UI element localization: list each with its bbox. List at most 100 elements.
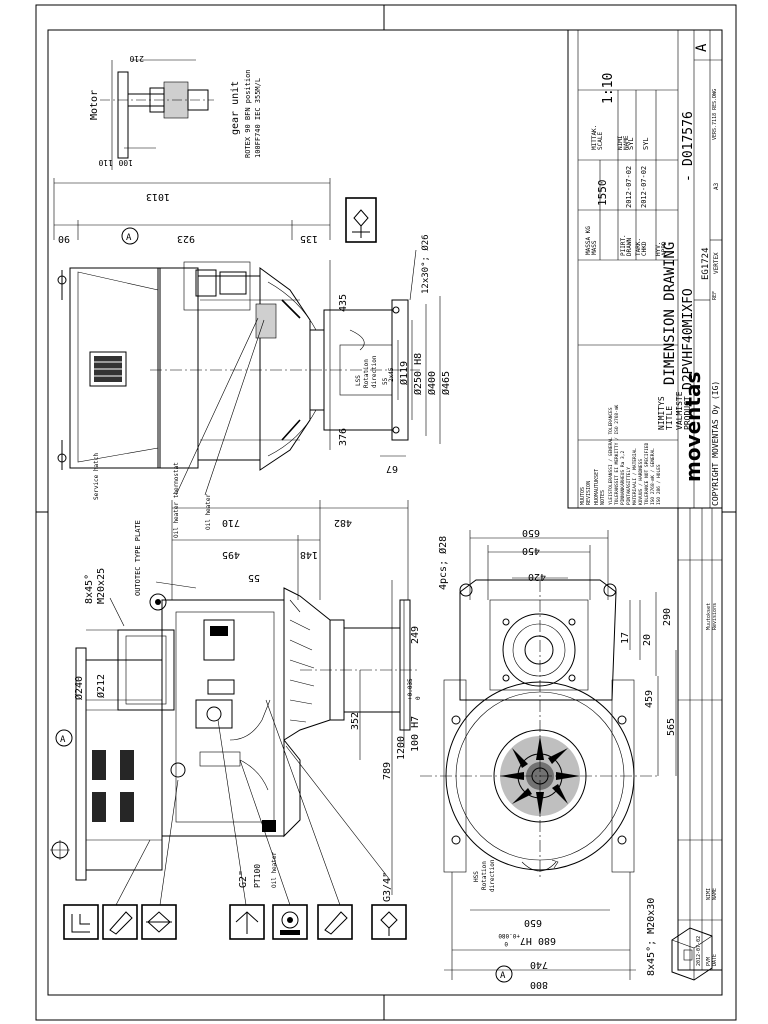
tb-valmiste: VALMISTE xyxy=(675,391,684,430)
tb-ref-label: REF xyxy=(712,291,718,300)
front-dim-420: 420 xyxy=(528,571,546,582)
side-thread: M20x25 xyxy=(96,568,107,604)
section-marker-a xyxy=(121,227,139,245)
tb-note-line: TOLERANSSIT EI MERKITTY / ISO 2768-mK xyxy=(614,404,620,505)
dim-100: 100 xyxy=(118,158,133,167)
inner-border xyxy=(47,29,723,996)
tb-name-col-fi: NIMI xyxy=(617,135,624,150)
tb-notes-label: NOTES xyxy=(600,490,606,505)
front-dim-650-top: 650 xyxy=(522,527,540,538)
dim-holes-12x30: 12x30°; Ø26 xyxy=(420,234,431,294)
front-view: 650 450 420 4pcs; Ø28 xyxy=(420,527,677,990)
dia-465: Ø465 xyxy=(440,371,452,395)
type-plate-label: OUTOTEC TYPE PLATE xyxy=(134,520,142,596)
dia-119: Ø119 xyxy=(398,361,410,385)
tb-drawn-date: 2012-07-02 xyxy=(625,166,633,208)
front-dim-17: 17 xyxy=(620,632,631,644)
h7-100-upper: +0.035 xyxy=(407,678,414,700)
rev-date-fi: PVM xyxy=(706,957,712,966)
dim-210: 210 xyxy=(129,54,144,63)
oil-level-icon xyxy=(141,904,177,940)
side-marker-a xyxy=(55,729,73,747)
dim-90: 90 xyxy=(58,233,70,244)
tb-mass: 1550 xyxy=(596,180,609,207)
dim-1013: 1013 xyxy=(146,191,170,202)
tb-bottom-ref: VERS.7118 RES.DWG xyxy=(712,89,718,140)
tb-title-label: TITLE xyxy=(665,406,674,430)
tb-vertex: VERTEX xyxy=(713,252,720,274)
revision-table: Muutokset Revisions PVM DATE 2012-07-02 … xyxy=(677,507,723,971)
tb-product: D2PVHF40MIXFO xyxy=(681,288,696,390)
company-name: moventas xyxy=(681,372,705,482)
tb-revisions-label: REVISION xyxy=(586,481,592,505)
service-hatch-label: Service hatch xyxy=(93,453,100,500)
bottom-symbol-row xyxy=(63,904,407,940)
tb-drawing-no: D017576 xyxy=(681,111,696,166)
tb-drawing-prefix: - xyxy=(681,174,696,182)
dim-1200: 1200 xyxy=(396,736,407,760)
dim-249: 249 xyxy=(410,626,421,644)
h7-100-lower: 0 xyxy=(415,696,422,700)
dim-352: 352 xyxy=(350,712,361,730)
dim-135: 135 xyxy=(300,233,318,244)
tb-note-line: ISO 2768-mK / GENERAL xyxy=(650,448,656,505)
dim-435: 435 xyxy=(338,294,349,312)
dim-710: 710 xyxy=(222,517,240,528)
tb-approved-fi: HYV. xyxy=(655,242,662,256)
tb-scale-label: SCALE xyxy=(597,132,604,150)
front-h7-upper: +0.080 xyxy=(498,932,520,939)
tb-drawn-name: SYL xyxy=(627,137,635,150)
front-dim-740: 740 xyxy=(530,959,548,970)
front-marker-a-text: A xyxy=(500,971,506,981)
motor-label: Motor xyxy=(89,90,100,120)
front-dim-800: 800 xyxy=(530,979,548,990)
tb-title: DIMENSION DRAWING xyxy=(662,242,678,385)
rev-name-en: NAME xyxy=(712,888,718,900)
top-view: Motor 210 100 110 gear unit ROTEX 90 BFN… xyxy=(53,54,452,538)
lss-rotation: Rotation xyxy=(363,359,370,388)
company-logo: moventas xyxy=(681,372,705,482)
fill-icon xyxy=(102,904,138,940)
tb-drawn-fi: PIIRT. xyxy=(620,234,627,256)
front-dim-20: 20 xyxy=(642,634,653,646)
tb-note-line: PINNANKARHEUS Ra 3,2 xyxy=(620,451,626,505)
title-block: NIMITYS TITLE DIMENSION DRAWING VALMISTE… xyxy=(567,29,723,509)
small-2x45: 2x45 xyxy=(388,367,395,382)
side-view: 710 482 495 148 55 8x45° M20x25 OUTOTEC … xyxy=(50,500,422,906)
tb-checked-date: 2012-07-02 xyxy=(640,166,648,208)
tb-checked-fi: TARK. xyxy=(635,238,642,256)
tb-scale: 1:10 xyxy=(601,73,616,104)
coupling-flange: 100FF740 IEC 355M/L xyxy=(254,78,262,158)
lss-label: LSS xyxy=(355,375,362,386)
dim-67: 67 xyxy=(386,463,398,474)
front-marker-a xyxy=(495,965,513,983)
front-h7-lower: 0 xyxy=(504,940,508,947)
lss-direction: direction xyxy=(371,355,378,388)
tb-mass-label: MASS xyxy=(591,240,598,255)
small-55: 55 xyxy=(382,377,389,385)
isometric-view-icon xyxy=(671,927,713,981)
dia-240: Ø240 xyxy=(73,676,85,700)
front-dim-450: 450 xyxy=(522,545,540,556)
dim-110: 110 xyxy=(98,158,113,167)
dim-923: 923 xyxy=(177,233,195,244)
tb-note-line: MATERIAALI / MATERIAL xyxy=(632,448,638,505)
service-hatch xyxy=(89,351,127,387)
front-dim-290: 290 xyxy=(662,608,673,626)
tb-note-line: TOLERANCE NOT SPECIFIED xyxy=(644,442,650,505)
dim-376: 376 xyxy=(338,428,349,446)
tb-revision: A xyxy=(694,43,710,52)
tb-notes-fi: HUOMAUTUKSET xyxy=(594,469,600,505)
marker-a-text: A xyxy=(126,233,132,243)
dim-495: 495 xyxy=(222,549,240,560)
tb-note-line: KOVUUS / HARDNESS xyxy=(638,459,644,505)
rev-change-fi: Muutokset xyxy=(706,603,712,630)
sight-glass-icon xyxy=(345,197,377,243)
label-pt100: PT100 xyxy=(253,864,262,888)
rev-name-fi: NIMI xyxy=(706,888,712,900)
side-chamfer: 8x45° xyxy=(84,574,95,604)
coupling-rotex: ROTEX 90 BFN position xyxy=(244,69,252,158)
rev-date-value: 2012-07-02 xyxy=(696,936,702,966)
tb-ref-value: EG1724 xyxy=(701,247,711,280)
